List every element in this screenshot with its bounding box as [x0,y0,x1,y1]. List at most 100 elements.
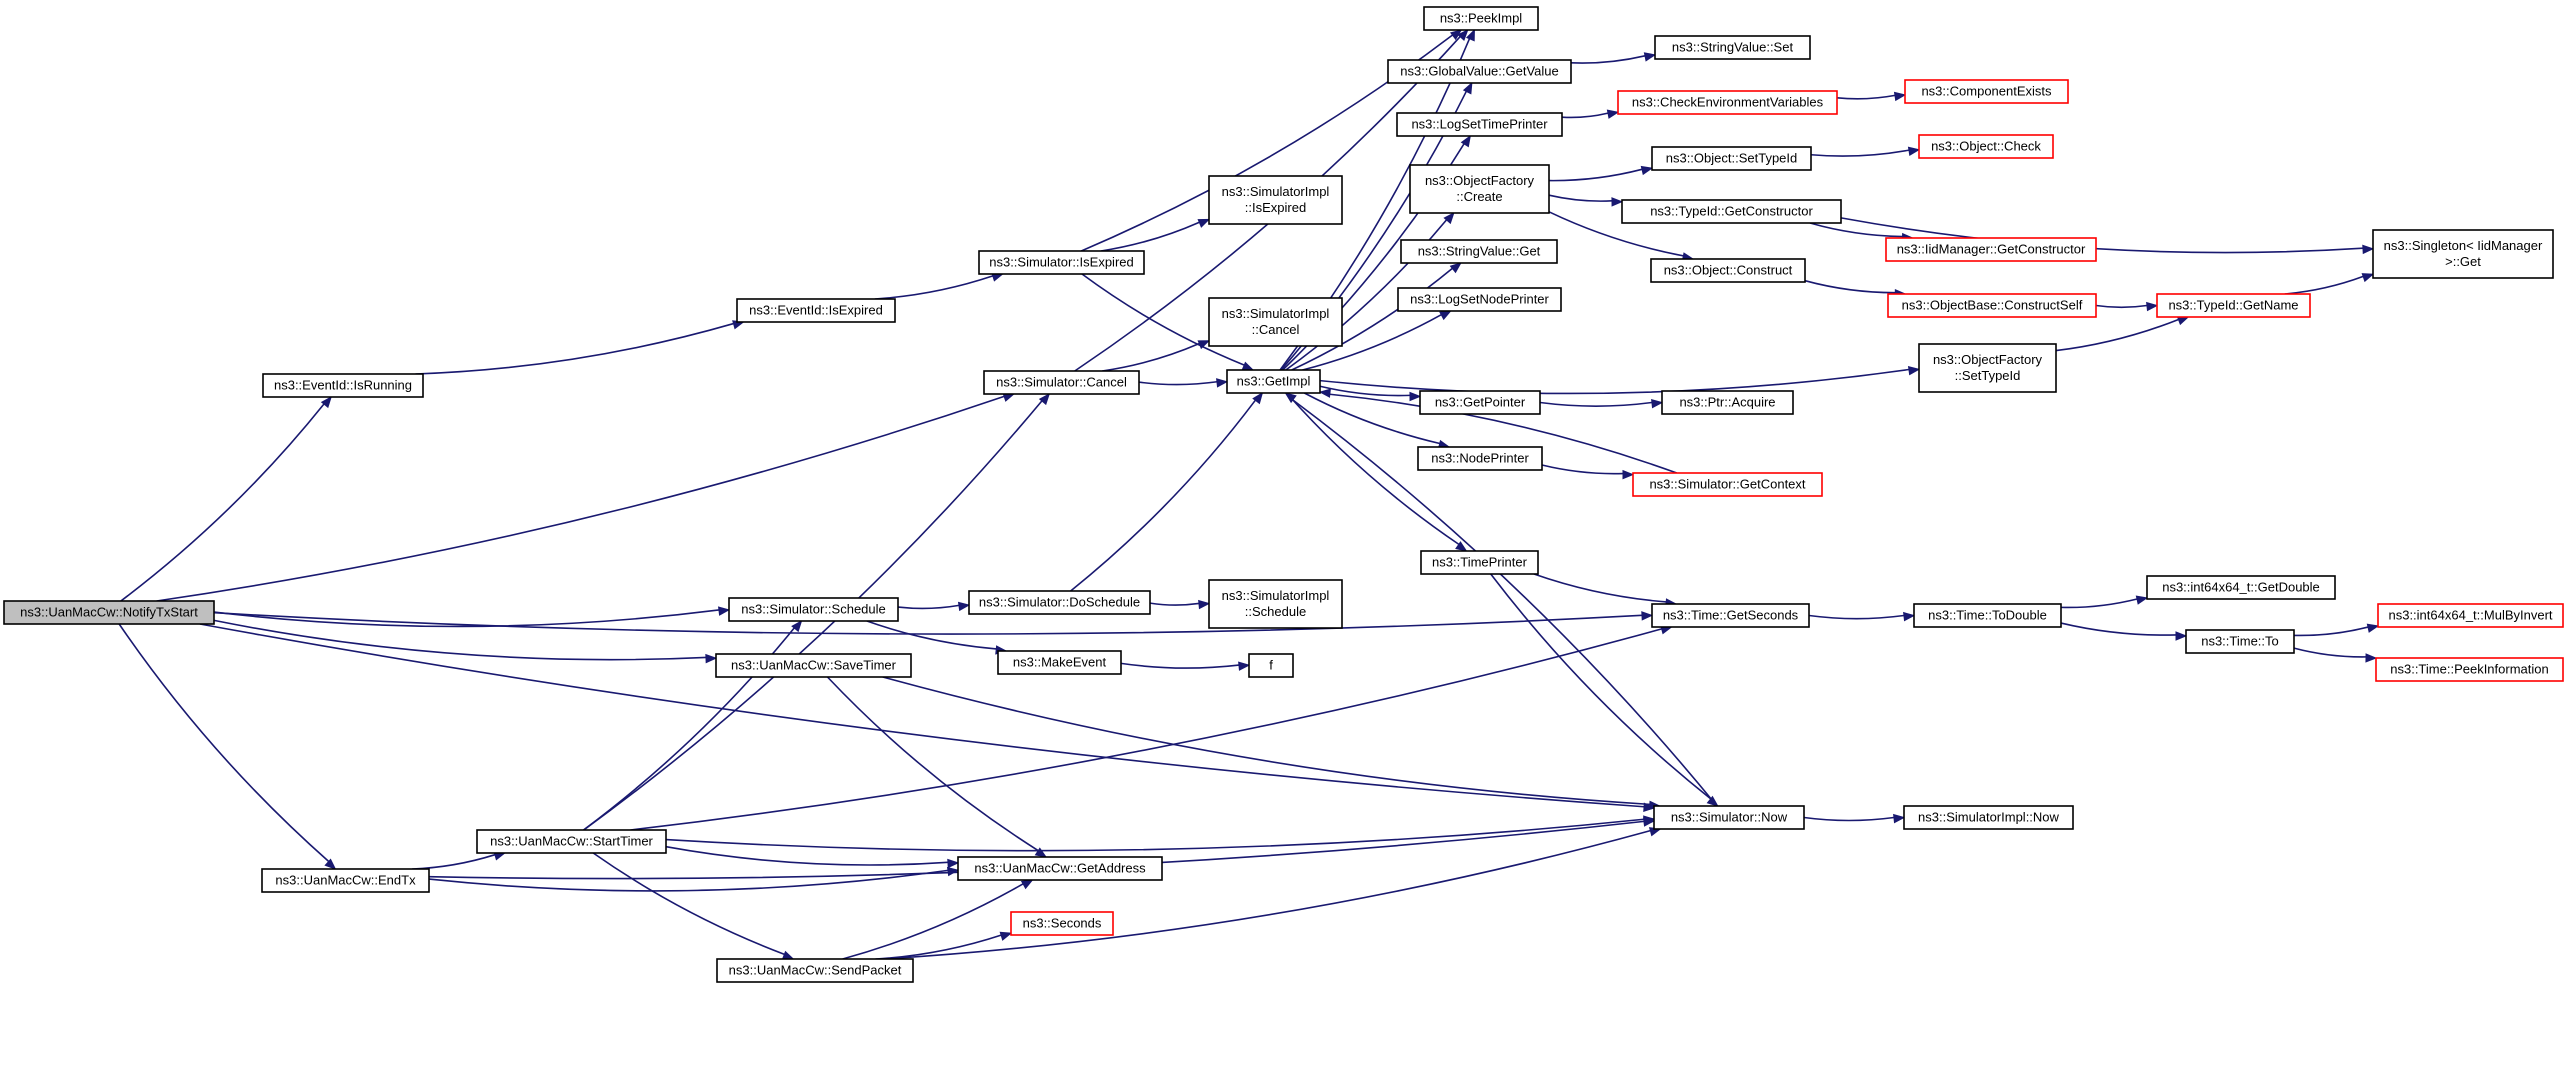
node-box[interactable] [261,868,430,893]
node-box[interactable] [716,958,914,983]
node-iidMgrGetCtor[interactable]: ns3::IidManager::GetConstructor [1885,237,2097,262]
node-eventIsExpired[interactable]: ns3::EventId::IsExpired [736,298,896,323]
node-box[interactable] [1887,293,2097,318]
node-box[interactable] [1621,199,1842,224]
node-box[interactable] [728,597,899,622]
node-box[interactable] [2375,657,2564,682]
node-box[interactable] [1903,805,2074,830]
node-endTx[interactable]: ns3::UanMacCw::EndTx [261,868,430,893]
node-box[interactable] [1661,390,1794,415]
node-box[interactable] [1420,550,1539,575]
node-timeTo[interactable]: ns3::Time::To [2185,629,2295,654]
node-box[interactable] [1617,90,1838,115]
node-simCancel[interactable]: ns3::Simulator::Cancel [983,370,1140,395]
node-objCheck[interactable]: ns3::Object::Check [1918,134,2054,159]
node-objFactorySetTypeId[interactable]: ns3::ObjectFactory::SetTypeId [1918,343,2057,393]
node-checkEnvVars[interactable]: ns3::CheckEnvironmentVariables [1617,90,1838,115]
node-seconds[interactable]: ns3::Seconds [1010,911,1114,936]
node-simGetContext[interactable]: ns3::Simulator::GetContext [1632,472,1823,497]
node-getAddress[interactable]: ns3::UanMacCw::GetAddress [957,856,1163,881]
node-int64MulByInvert[interactable]: ns3::int64x64_t::MulByInvert [2377,603,2564,628]
node-box[interactable] [2377,603,2564,628]
node-box[interactable] [1632,472,1823,497]
node-box[interactable] [1918,134,2054,159]
node-box[interactable] [3,600,215,625]
node-box[interactable] [1650,258,1806,283]
node-box[interactable] [736,298,896,323]
node-box[interactable] [1208,297,1343,347]
node-box[interactable] [1904,79,2069,104]
node-box[interactable] [1913,603,2062,628]
node-box[interactable] [1423,6,1539,31]
node-box[interactable] [983,370,1140,395]
node-box[interactable] [1651,603,1810,628]
node-peekImpl[interactable]: ns3::PeekImpl [1423,6,1539,31]
node-globalGetValue[interactable]: ns3::GlobalValue::GetValue [1387,59,1572,84]
node-timeGetSeconds[interactable]: ns3::Time::GetSeconds [1651,603,1810,628]
node-typeIdGetName[interactable]: ns3::TypeId::GetName [2156,293,2311,318]
node-timeToDouble[interactable]: ns3::Time::ToDouble [1913,603,2062,628]
node-getImpl[interactable]: ns3::GetImpl [1226,369,1321,394]
node-sendPacket[interactable]: ns3::UanMacCw::SendPacket [716,958,914,983]
node-simImplSchedule[interactable]: ns3::SimulatorImpl::Schedule [1208,579,1343,629]
node-simImplNow[interactable]: ns3::SimulatorImpl::Now [1903,805,2074,830]
node-f[interactable]: f [1248,653,1294,678]
node-timePrinter[interactable]: ns3::TimePrinter [1420,550,1539,575]
node-timePeekInfo[interactable]: ns3::Time::PeekInformation [2375,657,2564,682]
node-box[interactable] [1419,390,1541,415]
node-simDoSchedule[interactable]: ns3::Simulator::DoSchedule [968,590,1151,615]
node-box[interactable] [1208,175,1343,225]
node-box[interactable] [2146,575,2336,600]
node-box[interactable] [1918,343,2057,393]
node-box[interactable] [1885,237,2097,262]
node-box[interactable] [1248,653,1294,678]
node-stringValueSet[interactable]: ns3::StringValue::Set [1654,35,1811,60]
node-eventIsRunning[interactable]: ns3::EventId::IsRunning [262,373,424,398]
node-box[interactable] [978,250,1145,275]
node-logSetTimePrinter[interactable]: ns3::LogSetTimePrinter [1396,112,1563,137]
node-simSchedule[interactable]: ns3::Simulator::Schedule [728,597,899,622]
node-stringValueGet[interactable]: ns3::StringValue::Get [1400,239,1558,264]
node-box[interactable] [968,590,1151,615]
node-box[interactable] [1417,446,1543,471]
node-box[interactable] [1400,239,1558,264]
node-getPointer[interactable]: ns3::GetPointer [1419,390,1541,415]
node-box[interactable] [957,856,1163,881]
node-box[interactable] [1387,59,1572,84]
node-box[interactable] [1654,35,1811,60]
node-int64GetDouble[interactable]: ns3::int64x64_t::GetDouble [2146,575,2336,600]
node-makeEvent[interactable]: ns3::MakeEvent [997,650,1122,675]
node-box[interactable] [1208,579,1343,629]
node-objFactoryCreate[interactable]: ns3::ObjectFactory::Create [1409,164,1550,214]
node-box[interactable] [2156,293,2311,318]
node-box[interactable] [2185,629,2295,654]
node-componentExists[interactable]: ns3::ComponentExists [1904,79,2069,104]
node-typeIdGetCtor[interactable]: ns3::TypeId::GetConstructor [1621,199,1842,224]
node-box[interactable] [1653,805,1805,830]
node-singletonGet[interactable]: ns3::Singleton< IidManager >::Get [2372,229,2554,279]
node-box[interactable] [1409,164,1550,214]
node-box[interactable] [1651,146,1812,171]
node-box[interactable] [1010,911,1114,936]
node-box[interactable] [1396,112,1563,137]
node-box[interactable] [476,829,667,854]
node-simImplCancel[interactable]: ns3::SimulatorImpl::Cancel [1208,297,1343,347]
node-objConstruct[interactable]: ns3::Object::Construct [1650,258,1806,283]
node-box[interactable] [2372,229,2554,279]
node-notifyTxStart[interactable]: ns3::UanMacCw::NotifyTxStart [3,600,215,625]
node-startTimer[interactable]: ns3::UanMacCw::StartTimer [476,829,667,854]
node-box[interactable] [1226,369,1321,394]
node-box[interactable] [997,650,1122,675]
node-nodePrinter[interactable]: ns3::NodePrinter [1417,446,1543,471]
node-simIsExpired[interactable]: ns3::Simulator::IsExpired [978,250,1145,275]
node-saveTimer[interactable]: ns3::UanMacCw::SaveTimer [715,653,912,678]
node-objSetTypeId[interactable]: ns3::Object::SetTypeId [1651,146,1812,171]
node-box[interactable] [262,373,424,398]
node-box[interactable] [1397,287,1562,312]
node-simImplIsExpired[interactable]: ns3::SimulatorImpl::IsExpired [1208,175,1343,225]
node-logSetNodePrinter[interactable]: ns3::LogSetNodePrinter [1397,287,1562,312]
node-box[interactable] [715,653,912,678]
node-ptrAcquire[interactable]: ns3::Ptr::Acquire [1661,390,1794,415]
node-simNow[interactable]: ns3::Simulator::Now [1653,805,1805,830]
node-objBaseConstructSelf[interactable]: ns3::ObjectBase::ConstructSelf [1887,293,2097,318]
